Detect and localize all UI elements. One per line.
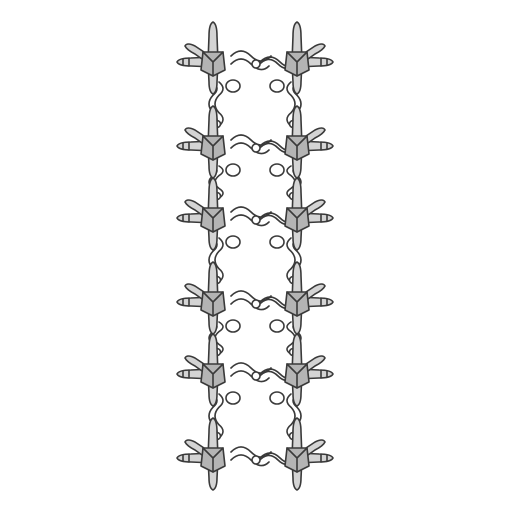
vertical-link-strand [286,393,296,439]
node-hub-facet [286,135,308,161]
lattice-node [284,21,334,95]
link-knot [251,143,261,153]
node-arm-tick [182,213,190,223]
link-knot [251,215,261,225]
node-hub-facet [286,207,308,233]
node-arm-tick [320,453,328,463]
lattice-node [284,177,334,251]
node-hub-facet [202,207,224,233]
vertical-link-strand [286,81,296,127]
node-arm-tick [182,57,190,67]
ring-bead [225,79,241,93]
node-hub-facet [286,291,308,317]
ring-bead [225,319,241,333]
ring-bead [225,163,241,177]
ring-bead [269,79,285,93]
lattice-node [284,333,334,407]
horizontal-link [230,206,301,227]
link-knot [251,371,261,381]
lattice-node [176,261,226,335]
node-hub-facet [286,51,308,77]
node-arm-tick [320,369,328,379]
lattice-node [284,105,334,179]
node-hub-facet [202,291,224,317]
node-hub-facet [286,363,308,389]
link-knot [251,299,261,309]
ring-bead [269,319,285,333]
node-hub-facet [202,51,224,77]
lattice-node [284,417,334,491]
lattice-node [176,21,226,95]
horizontal-link [230,362,301,383]
ring-bead [269,391,285,405]
link-knot [251,59,261,69]
node-arm-tick [182,369,190,379]
node-hub-facet [202,447,224,473]
node-arm-tick [182,297,190,307]
links-layer [208,50,302,467]
vertical-link [269,79,302,129]
ring-bead [225,391,241,405]
node-hub-facet [202,135,224,161]
nodes-layer [176,21,334,491]
lattice-node [176,417,226,491]
link-knot [251,455,261,465]
node-arm-tick [320,297,328,307]
node-hub-facet [286,447,308,473]
node-hub-facet [202,363,224,389]
vertical-link-strand [214,237,224,283]
ring-bead [269,235,285,249]
node-arm-tick [320,213,328,223]
lattice-node [176,177,226,251]
lattice-node [284,261,334,335]
lattice-node [176,105,226,179]
node-arm-tick [182,141,190,151]
node-arm-tick [320,141,328,151]
lattice-node [176,333,226,407]
vertical-link-strand [286,237,296,283]
node-arm-tick [182,453,190,463]
vertical-link-strand [214,393,224,439]
ring-bead [225,235,241,249]
vertical-link-strand [214,81,224,127]
ring-bead [269,163,285,177]
node-arm-tick [320,57,328,67]
